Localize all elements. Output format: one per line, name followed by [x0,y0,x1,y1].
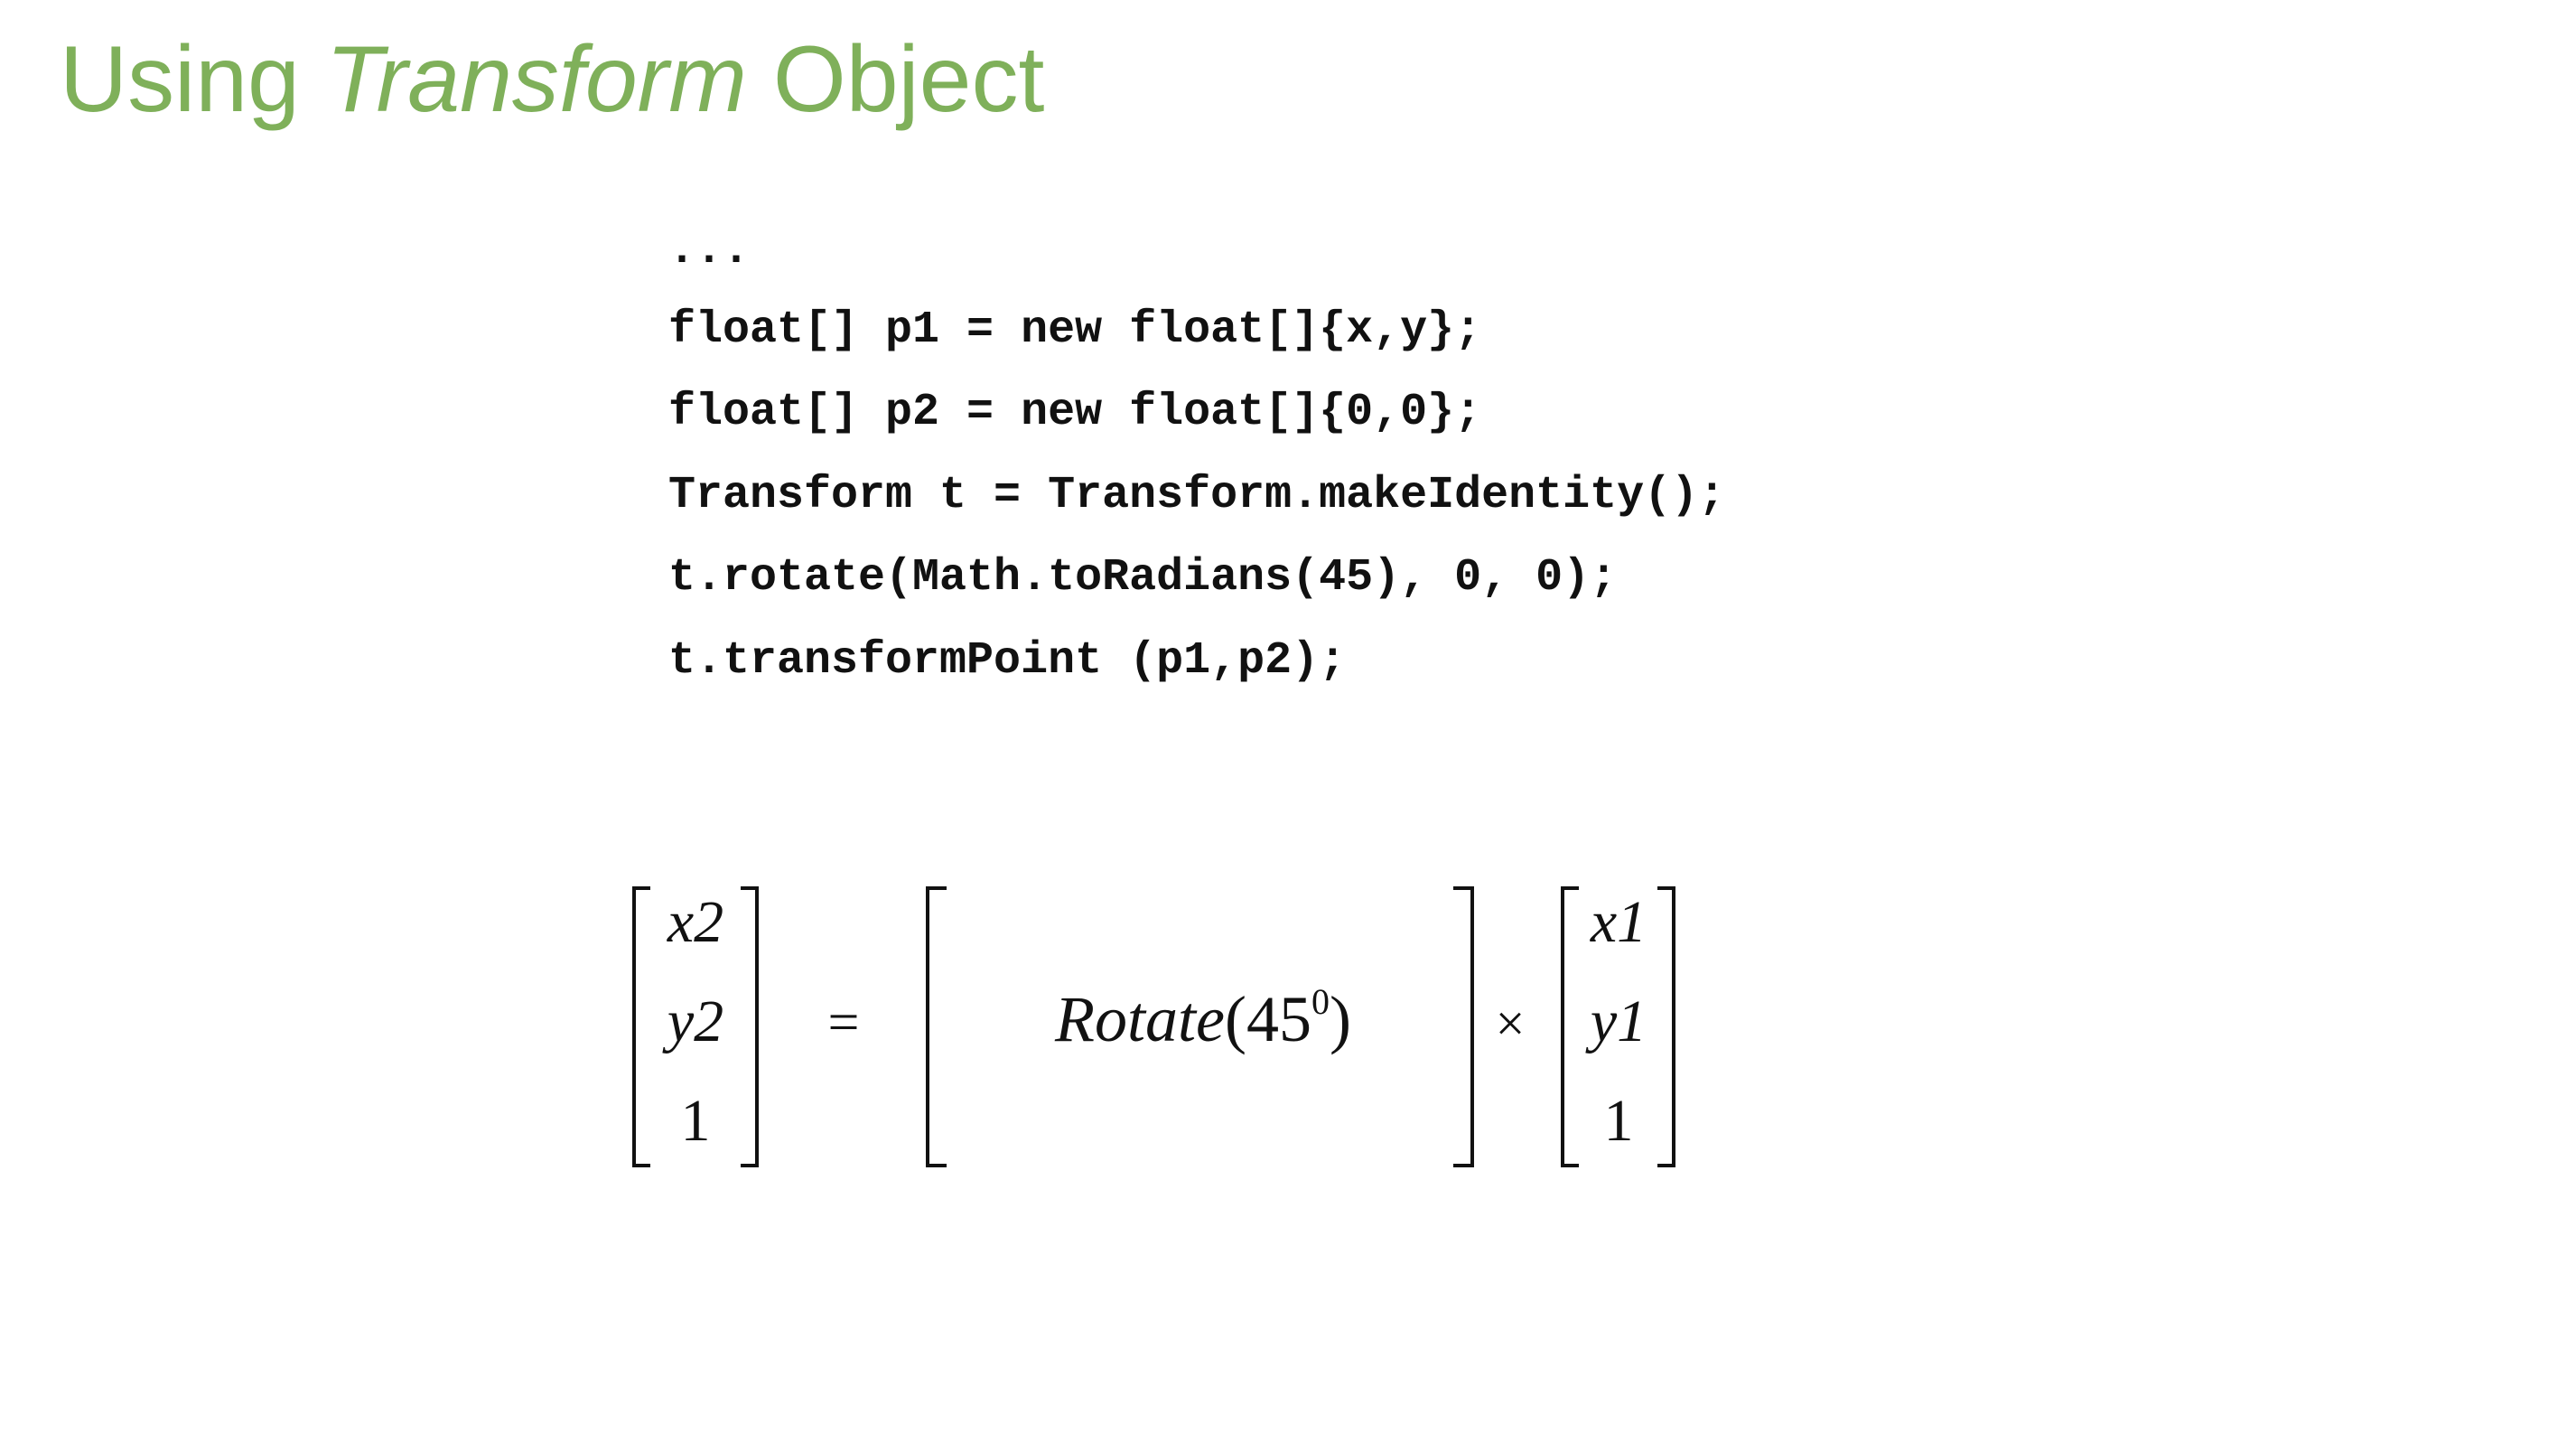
code-line: t.rotate(Math.toRadians(45), 0, 0); [668,552,1618,604]
code-line: Transform t = Transform.makeIdentity(); [668,470,1726,521]
left-vector-entry: 1 [681,1088,711,1154]
left-vector-entry: x2 [667,889,723,955]
left-vector-open-bracket [632,886,650,1167]
right-vector-close-bracket [1657,886,1675,1167]
right-vector-entry: 1 [1604,1088,1634,1154]
rotate-angle: (45 [1225,983,1311,1055]
rotate-close-paren: ) [1330,983,1351,1055]
right-vector-open-bracket [1561,886,1579,1167]
code-line: float[] p2 = new float[]{0,0}; [668,387,1482,438]
code-line: float[] p1 = new float[]{x,y}; [668,304,1482,356]
rotate-expression: Rotate(450) [1054,981,1351,1055]
title-text-italic: Transform [325,27,747,132]
left-vector-entry: y2 [662,988,723,1054]
title-text-before: Using [60,27,326,132]
right-vector-entry: x1 [1590,889,1647,955]
code-line: ... [668,225,751,276]
right-vector-entry: y1 [1585,988,1647,1054]
code-line: t.transformPoint (p1,p2); [668,635,1347,687]
matrix-close-bracket [1453,886,1474,1167]
slide-title: Using Transform Object [60,16,1044,143]
times-sign: × [1496,994,1526,1053]
degree-superscript: 0 [1311,981,1330,1022]
matrix-open-bracket [926,886,947,1167]
left-vector-close-bracket [741,886,759,1167]
equals-sign: = [828,992,860,1054]
title-text-after: Object [746,27,1045,132]
rotate-label: Rotate [1054,983,1225,1055]
